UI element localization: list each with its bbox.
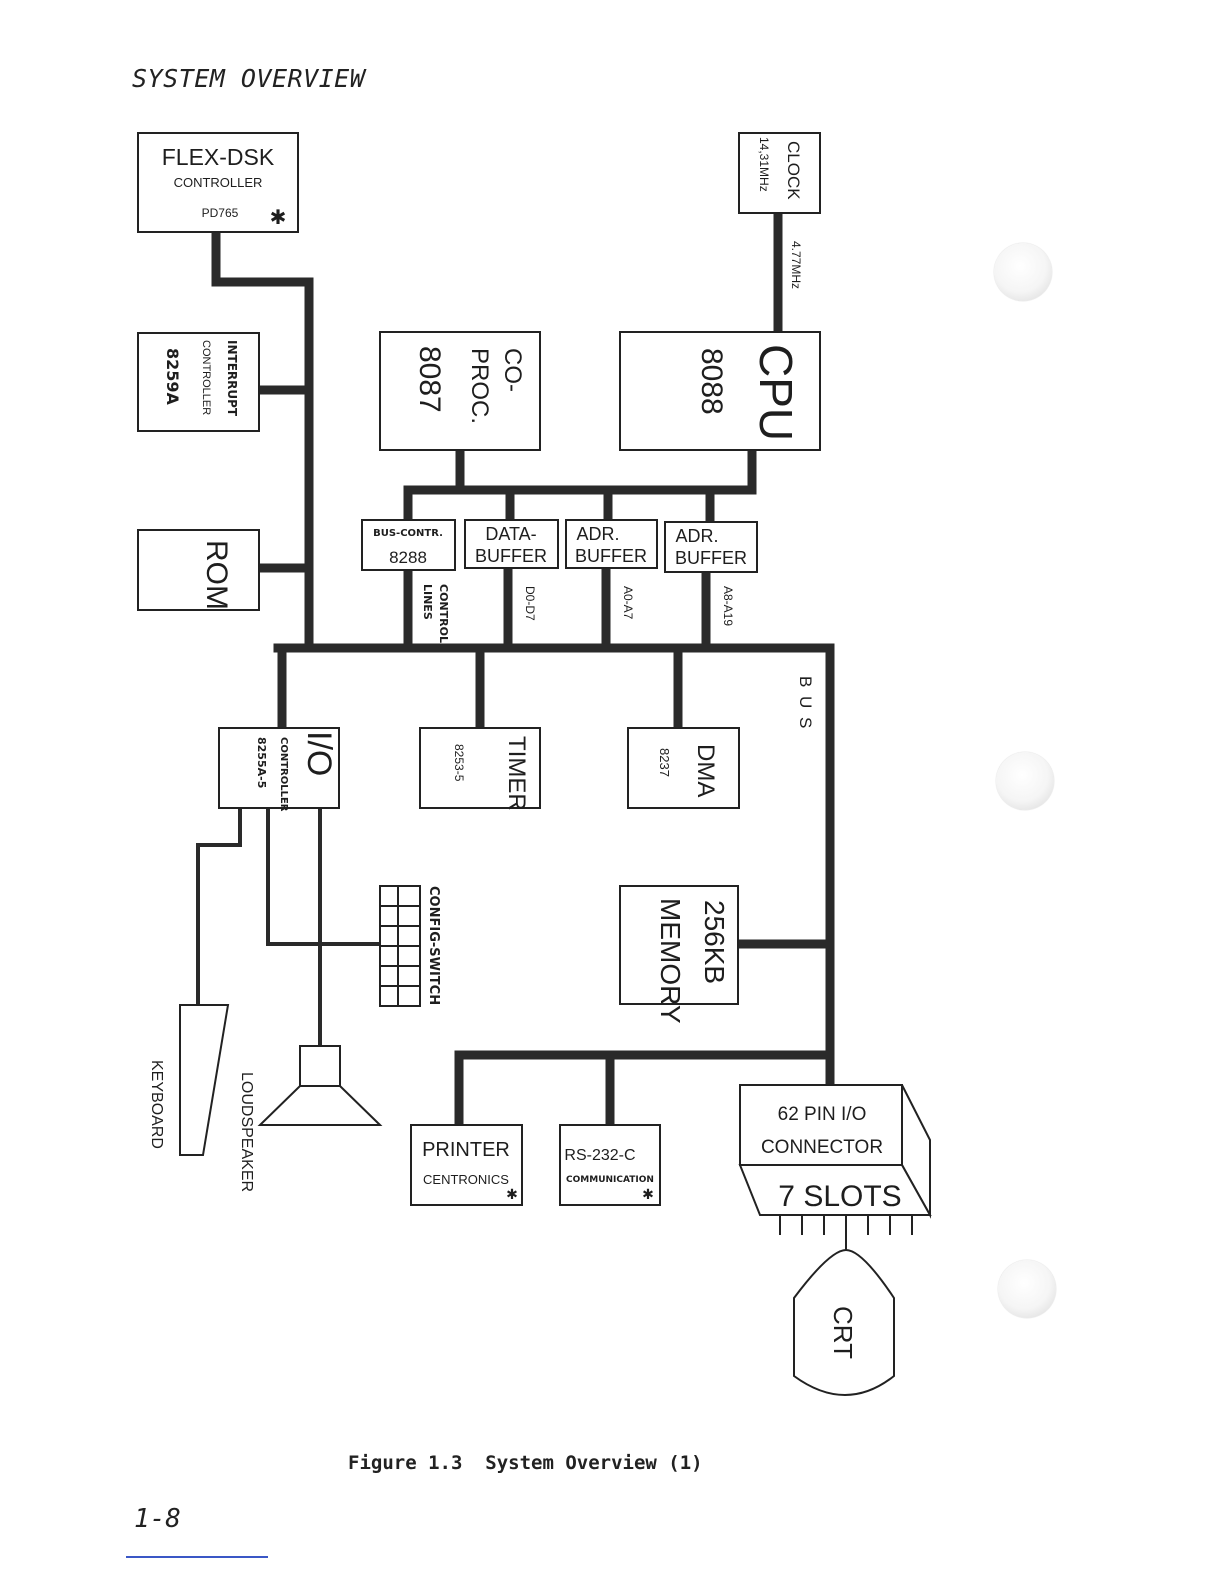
coproc-line2: PROC. (466, 348, 493, 424)
binder-hole (996, 752, 1054, 810)
data-buffer-line2: BUFFER (475, 546, 547, 566)
adr-buffer-2-line2: BUFFER (675, 548, 747, 568)
config-switch-label: CONFIG-SWITCH (426, 886, 441, 1005)
interrupt-line2: CONTROLLER (200, 340, 212, 415)
data-signal-label: D0-D7 (523, 586, 537, 621)
data-buffer-block: DATA- BUFFER D0-D7 (464, 519, 559, 621)
footer-rule (126, 1556, 268, 1558)
rs232-title: RS-232-C (564, 1147, 635, 1164)
printer-block: PRINTER CENTRONICS ✱ (410, 1124, 523, 1206)
keyboard-block: KEYBOARD (148, 1004, 230, 1156)
connector-line2: CONNECTOR (761, 1137, 883, 1158)
io-connector-block: 62 PIN I/O CONNECTOR 7 SLOTS (738, 1084, 932, 1250)
coproc-line1: CO- (499, 348, 526, 392)
cpu-block: CPU 8088 (619, 331, 821, 451)
adr-low-signal-label: A0-A7 (621, 586, 635, 620)
loudspeaker-label: LOUDSPEAKER (238, 1072, 255, 1192)
flex-dsk-controller: FLEX-DSK CONTROLLER PD765 ✱ (137, 132, 299, 233)
clock-freq: 14,31MHz (757, 137, 771, 192)
bus-label: B U S (796, 676, 815, 730)
crt-label: CRT (828, 1306, 858, 1359)
adr-buffer-2-line1: ADR. (675, 526, 718, 546)
flex-dsk-sub: CONTROLLER (174, 175, 263, 190)
io-controller: I/O CONTROLLER 8255A-5 (218, 727, 340, 812)
memory-line1: 256KB (699, 900, 730, 984)
coprocessor-block: CO- PROC. 8087 (379, 331, 541, 451)
bus-wiring (196, 208, 835, 1133)
rom-block: ROM (137, 529, 260, 611)
dma-title: DMA (692, 744, 719, 797)
config-switch: CONFIG-SWITCH (379, 885, 441, 1007)
dma-chip: 8237 (657, 748, 672, 777)
binder-hole (994, 243, 1052, 301)
asterisk-icon: ✱ (270, 207, 287, 229)
printer-title: PRINTER (422, 1139, 510, 1161)
loudspeaker-block: LOUDSPEAKER (238, 1045, 383, 1192)
asterisk-icon: ✱ (506, 1186, 518, 1202)
io-sub: CONTROLLER (278, 737, 289, 812)
dma-block: DMA 8237 (627, 727, 740, 809)
binder-hole (998, 1260, 1056, 1318)
data-buffer-line1: DATA- (485, 524, 536, 544)
crt-block: CRT (793, 1248, 895, 1396)
printer-sub: CENTRONICS (423, 1172, 509, 1187)
rom-title: ROM (200, 540, 233, 610)
interrupt-chip: 8259A (163, 348, 182, 406)
timer-block: TIMER 8253-5 (419, 727, 541, 811)
clock-out-freq: 4.77MHz (789, 241, 803, 289)
io-title: I/O (300, 731, 338, 776)
rs232-block: RS-232-C COMMUNICATION ✱ (559, 1124, 661, 1206)
page-title: SYSTEM OVERVIEW (132, 64, 366, 93)
timer-chip: 8253-5 (452, 744, 466, 782)
keyboard-label: KEYBOARD (148, 1060, 165, 1149)
timer-title: TIMER (503, 736, 530, 811)
adr-buffer-1-line1: ADR. (576, 524, 619, 544)
io-chip: 8255A-5 (255, 737, 268, 788)
slots-label: 7 SLOTS (778, 1180, 901, 1213)
flex-dsk-chip: PD765 (202, 206, 239, 220)
bus-contr-chip: 8288 (389, 548, 427, 567)
adr-buffer-1-block: ADR. BUFFER A0-A7 (565, 519, 658, 620)
rs232-sub: COMMUNICATION (566, 1175, 654, 1185)
adr-buffer-2-block: ADR. BUFFER A8-A19 (664, 521, 758, 626)
connector-line1: 62 PIN I/O (778, 1104, 867, 1125)
figure-caption: Figure 1.3 System Overview (1) (348, 1452, 703, 1474)
flex-dsk-title: FLEX-DSK (162, 144, 275, 170)
memory-line2: MEMORY (655, 898, 686, 1024)
clock-block: CLOCK 14,31MHz 4.77MHz (738, 132, 821, 289)
cpu-chip: 8088 (695, 348, 728, 415)
coproc-chip: 8087 (413, 346, 446, 413)
clock-title: CLOCK (784, 141, 803, 200)
memory-block: 256KB MEMORY (619, 885, 739, 1024)
adr-buffer-1-line2: BUFFER (575, 546, 647, 566)
bus-contr-title: BUS-CONTR. (373, 528, 443, 539)
interrupt-controller: INTERRUPT CONTROLLER 8259A (137, 332, 260, 432)
asterisk-icon: ✱ (642, 1186, 654, 1202)
interrupt-line1: INTERRUPT (225, 340, 239, 417)
cpu-title: CPU (750, 344, 802, 441)
control-lines-label-2: LINES (421, 584, 434, 620)
bus-controller-block: BUS-CONTR. 8288 CONTROL LINES (361, 519, 456, 643)
adr-high-signal-label: A8-A19 (721, 586, 735, 626)
control-lines-label: CONTROL (437, 584, 450, 643)
page-number: 1-8 (134, 1504, 181, 1534)
